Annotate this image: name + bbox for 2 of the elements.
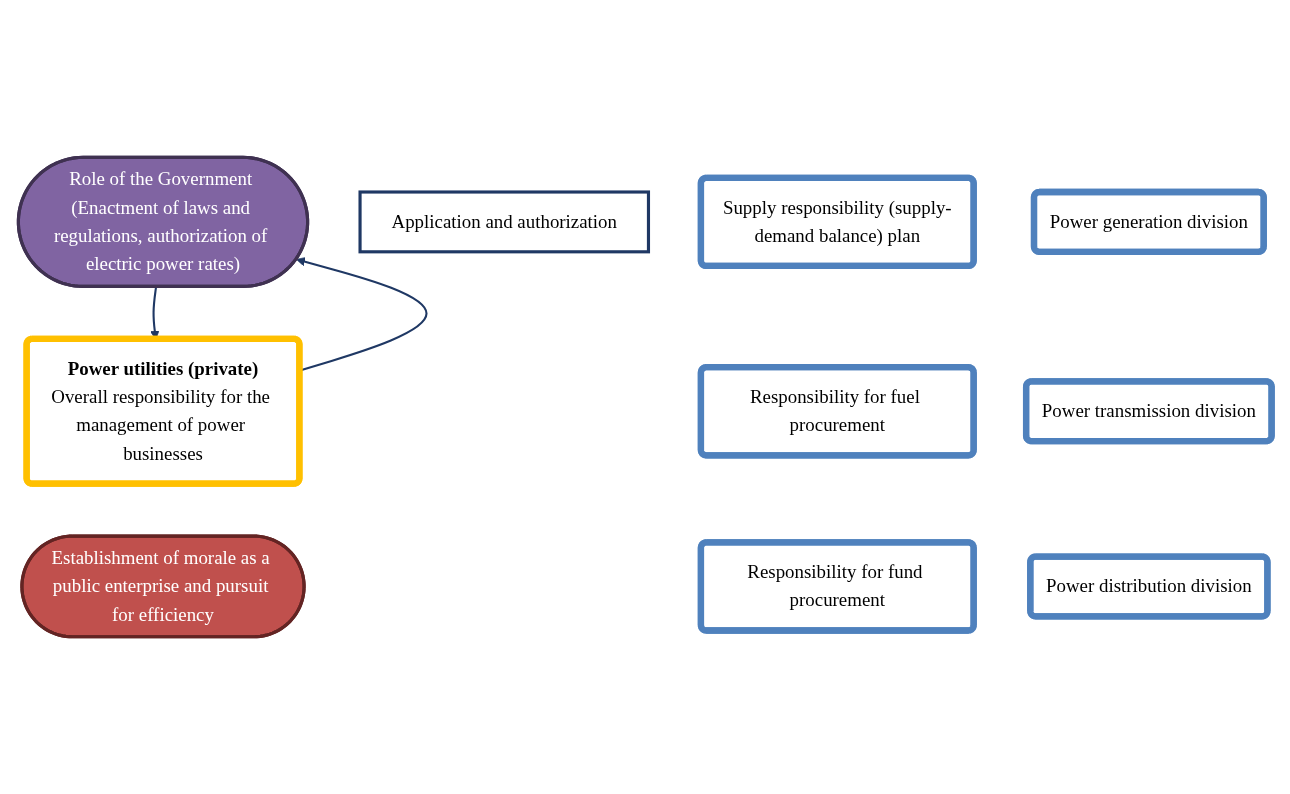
node-box: Application and authorization <box>358 190 651 254</box>
arrow <box>296 257 428 372</box>
